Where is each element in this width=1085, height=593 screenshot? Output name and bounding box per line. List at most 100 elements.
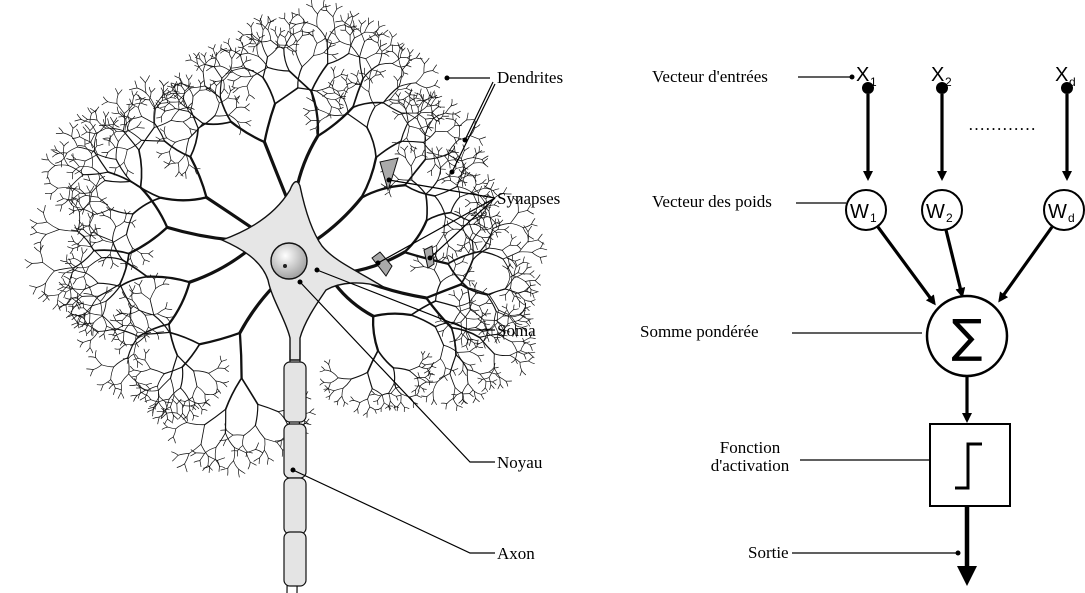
dendrite-branch xyxy=(201,80,205,84)
dendrite-branch xyxy=(327,93,335,94)
dendrite-branch xyxy=(157,152,162,154)
dendrite-branch xyxy=(465,199,470,203)
dendrite-branch xyxy=(170,98,176,99)
dendrite-branch xyxy=(118,131,127,141)
dendrite-branch xyxy=(341,15,343,21)
dendrite-branch xyxy=(331,107,338,109)
dendrite-branch xyxy=(310,128,316,130)
dendrite-branch xyxy=(476,323,481,328)
label-synapses: Synapses xyxy=(497,189,560,208)
dendrite-branch xyxy=(475,242,482,243)
dendrite-branch xyxy=(540,242,543,248)
dendrite-branch xyxy=(168,419,173,423)
dendrite-branch xyxy=(170,163,179,164)
dendrite-branch xyxy=(193,387,198,398)
dendrite-branch xyxy=(449,294,455,295)
dendrite-branch xyxy=(201,425,205,445)
dendrite-branch xyxy=(90,113,92,122)
dendrite-branch xyxy=(510,223,523,227)
dendrite-branch xyxy=(123,325,134,326)
dendrite-branch xyxy=(524,354,526,359)
dendrite-branch xyxy=(465,247,469,253)
dendrite-branch xyxy=(181,367,183,388)
dendrite-branch xyxy=(177,399,181,404)
dendrite-branch xyxy=(265,104,276,142)
dendrite-branch xyxy=(455,111,461,114)
dendrite-branch xyxy=(389,192,391,197)
input-node-2: X 2 xyxy=(931,64,952,178)
dendrite-branch xyxy=(463,180,466,186)
dendrite-branch xyxy=(434,261,437,270)
dendrite-branch xyxy=(145,360,151,369)
dendrite-branch xyxy=(457,405,458,410)
dendrite-branch xyxy=(216,93,220,103)
dendrite-branch xyxy=(489,179,495,181)
dendrite-branch xyxy=(103,380,111,385)
leader-dot xyxy=(450,170,455,175)
dendrite-branch xyxy=(524,300,531,302)
dendrite-branch xyxy=(165,419,168,424)
dendrite-branch xyxy=(470,136,479,140)
dendrite-branch xyxy=(345,30,350,35)
dendrite-branch xyxy=(480,318,481,323)
dendrite-branch xyxy=(435,101,440,105)
dendrite-branch xyxy=(518,210,527,212)
dendrite-branch xyxy=(297,35,302,41)
dendrite-branch xyxy=(518,291,527,293)
dendrite-branch xyxy=(383,103,401,113)
dendrite-branch xyxy=(462,158,474,161)
dendrite-branch xyxy=(290,18,293,25)
dendrite-branch xyxy=(85,125,90,131)
dendrite-branch xyxy=(425,378,429,382)
dendrite-branch xyxy=(125,124,126,130)
dendrite-branch xyxy=(444,368,446,376)
input-dot xyxy=(936,82,948,94)
dendrite-branch xyxy=(502,245,510,250)
dendrite-branch xyxy=(467,370,480,374)
dendrite-branch xyxy=(446,106,452,113)
dendrite-branch xyxy=(434,270,440,283)
dendrite-branch xyxy=(91,154,92,168)
dendrite-branch xyxy=(148,408,153,409)
dendrite-branch xyxy=(417,101,424,102)
dendrite-branch xyxy=(215,115,229,116)
dendrite-branch xyxy=(110,141,115,148)
dendrite-branch xyxy=(416,73,424,83)
dendrite-branch xyxy=(224,42,229,44)
dendrite-branch xyxy=(162,152,170,154)
dendrite-branch xyxy=(305,22,317,26)
dendrite-branch xyxy=(351,73,357,76)
dendrite-branch xyxy=(243,43,249,46)
dendrite-branch xyxy=(324,0,325,7)
dendrite-branch xyxy=(405,159,425,185)
dendrite-branch xyxy=(494,354,510,356)
leader-line-dendrites xyxy=(452,84,495,172)
dendrite-branch xyxy=(173,455,179,461)
dendrite-branch xyxy=(66,289,73,293)
dendrite-branch xyxy=(486,381,493,382)
dendrite-branch xyxy=(532,252,540,257)
dendrite-branch xyxy=(167,413,177,414)
dendrite-branch xyxy=(75,119,81,121)
dendrite-branch xyxy=(43,205,45,212)
dendrite-branch xyxy=(367,106,375,127)
label-axon: Axon xyxy=(497,544,535,563)
dendrite-branch xyxy=(469,281,470,286)
dendrite-branch xyxy=(512,342,517,352)
dendrite-branch xyxy=(103,112,105,118)
dendrite-branch xyxy=(442,331,443,337)
dendrite-branch xyxy=(107,326,114,329)
dendrite-branch xyxy=(136,388,141,389)
dendrite-branch xyxy=(171,378,175,395)
dendrite-branch xyxy=(201,444,208,456)
dendrite-branch xyxy=(463,292,468,294)
dendrite-branch xyxy=(255,425,264,438)
dendrite-branch xyxy=(341,77,346,81)
dendrite-branch xyxy=(84,277,87,285)
dendrite-branch xyxy=(138,392,141,399)
dendrite-branch xyxy=(220,66,230,71)
dendrite-branch xyxy=(187,423,205,425)
dendrite-branch xyxy=(95,351,96,358)
dendrite-branch xyxy=(89,258,102,267)
dendrite-branch xyxy=(171,110,179,121)
